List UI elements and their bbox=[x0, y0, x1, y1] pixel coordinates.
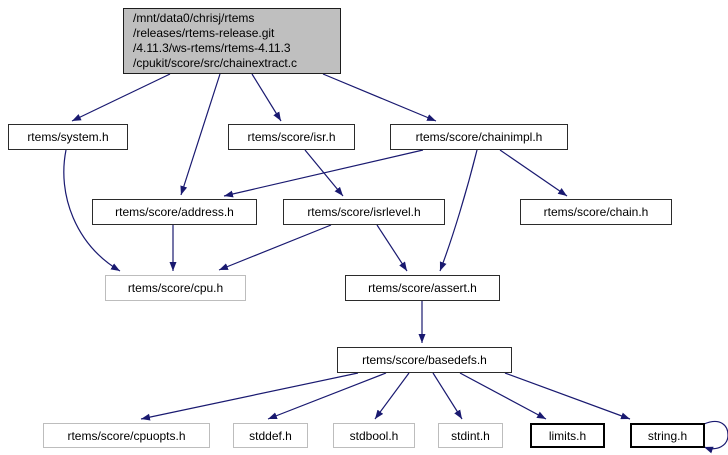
node-stdint-h: stdint.h bbox=[438, 423, 503, 448]
edge-chainimpl-to-chain bbox=[499, 149, 568, 197]
edge-chainimpl-to-assert bbox=[439, 149, 478, 272]
edge-basedefs-to-stddef bbox=[267, 372, 387, 420]
node-chainextract-c: /mnt/data0/chrisj/rtems /releases/rtems-… bbox=[123, 8, 341, 74]
node-rtems-score-chain-h[interactable]: rtems/score/chain.h bbox=[520, 199, 672, 225]
node-rtems-score-basedefs-h[interactable]: rtems/score/basedefs.h bbox=[337, 347, 512, 373]
node-rtems-score-isrlevel-h[interactable]: rtems/score/isrlevel.h bbox=[283, 199, 445, 225]
edge-main-to-isr bbox=[251, 73, 282, 122]
edge-chainimpl-to-address bbox=[223, 149, 424, 198]
edge-basedefs-to-cpuopts bbox=[140, 372, 359, 421]
node-rtems-score-cpuopts-h: rtems/score/cpuopts.h bbox=[43, 423, 210, 448]
node-limits-h[interactable]: limits.h bbox=[530, 423, 605, 448]
edge-string-self-loop bbox=[703, 420, 728, 454]
edge-system-to-cpu bbox=[63, 149, 121, 272]
node-rtems-score-cpu-h: rtems/score/cpu.h bbox=[105, 275, 246, 301]
edge-main-to-chainimpl bbox=[322, 73, 437, 122]
edge-basedefs-to-stdint bbox=[432, 372, 463, 420]
node-rtems-system-h[interactable]: rtems/system.h bbox=[8, 124, 128, 150]
node-rtems-score-assert-h[interactable]: rtems/score/assert.h bbox=[345, 275, 500, 301]
edge-isrlevel-to-assert bbox=[376, 224, 408, 272]
edge-basedefs-to-stdbool bbox=[374, 372, 410, 420]
edge-basedefs-to-limits bbox=[459, 372, 547, 420]
node-stddef-h: stddef.h bbox=[233, 423, 308, 448]
edge-isrlevel-to-cpu bbox=[218, 224, 332, 271]
node-rtems-score-chainimpl-h[interactable]: rtems/score/chainimpl.h bbox=[390, 124, 568, 150]
edge-main-to-address bbox=[180, 73, 221, 196]
node-string-h[interactable]: string.h bbox=[630, 423, 705, 448]
edge-basedefs-to-string bbox=[504, 372, 631, 420]
node-stdbool-h: stdbool.h bbox=[333, 423, 415, 448]
node-rtems-score-address-h[interactable]: rtems/score/address.h bbox=[92, 199, 257, 225]
node-rtems-score-isr-h[interactable]: rtems/score/isr.h bbox=[228, 124, 355, 150]
edge-main-to-system bbox=[71, 73, 171, 122]
